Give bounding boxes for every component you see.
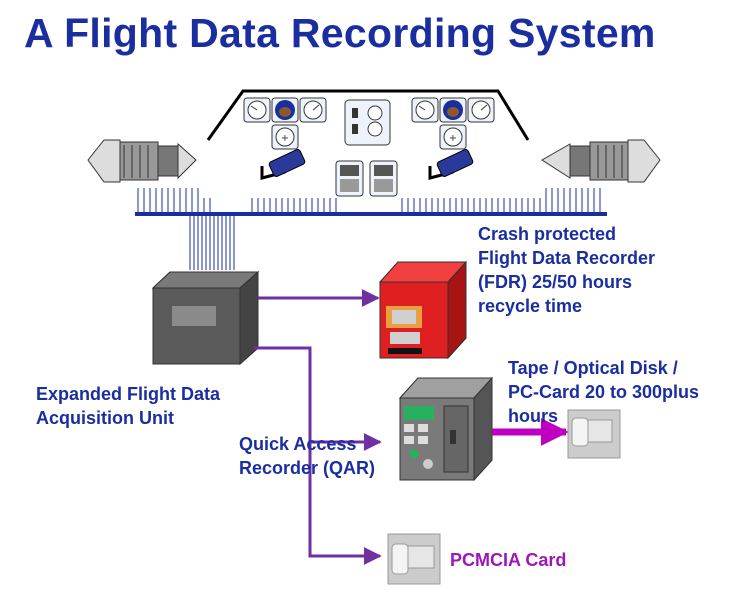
right-instrument-panel: + bbox=[411, 97, 495, 150]
fdr-recorder bbox=[378, 260, 468, 360]
media-label-line2: PC-Card 20 to 300plus bbox=[508, 382, 700, 402]
efdau-label-line1: Expanded Flight Data bbox=[36, 384, 221, 404]
fdr-label-line2: Flight Data Recorder bbox=[478, 248, 656, 268]
cockpit-outline bbox=[206, 89, 530, 141]
media-label: Tape / Optical Disk / PC-Card 20 to 300p… bbox=[508, 356, 699, 428]
left-instrument-panel: + bbox=[243, 97, 327, 150]
qar-label: Quick Access Recorder (QAR) bbox=[239, 432, 375, 480]
pcmcia-label: PCMCIA Card bbox=[450, 550, 567, 570]
diagram-title: A Flight Data Recording System bbox=[24, 10, 656, 56]
efdau-label: Expanded Flight Data Acquisition Unit bbox=[36, 382, 220, 430]
cable-bundle bbox=[189, 216, 235, 270]
qar-label-line2: Recorder (QAR) bbox=[239, 458, 376, 478]
right-engine bbox=[541, 139, 661, 183]
left-control-yoke bbox=[260, 149, 306, 180]
pcmcia-card bbox=[387, 533, 441, 585]
cdu-keypads bbox=[335, 160, 398, 197]
svg-text:+: + bbox=[281, 133, 289, 144]
media-label-line3: hours bbox=[508, 406, 559, 426]
qar-recorder bbox=[398, 376, 494, 482]
left-engine bbox=[87, 139, 197, 183]
efdau-label-line2: Acquisition Unit bbox=[36, 408, 174, 428]
svg-text:+: + bbox=[449, 133, 457, 144]
fdr-label-line3: (FDR) 25/50 hours bbox=[478, 272, 633, 292]
sensor-wires bbox=[137, 188, 601, 212]
qar-label-line1: Quick Access bbox=[239, 434, 357, 454]
media-card bbox=[567, 409, 621, 459]
efdau-box bbox=[151, 270, 260, 366]
right-control-yoke bbox=[428, 149, 474, 180]
media-label-line1: Tape / Optical Disk / bbox=[508, 358, 678, 378]
fdr-label-line1: Crash protected bbox=[478, 224, 617, 244]
fdr-label-line4: recycle time bbox=[478, 296, 583, 316]
fdr-label: Crash protected Flight Data Recorder (FD… bbox=[478, 222, 655, 318]
connector-arrows bbox=[254, 289, 382, 565]
center-console bbox=[344, 99, 391, 146]
data-bus bbox=[135, 212, 607, 216]
